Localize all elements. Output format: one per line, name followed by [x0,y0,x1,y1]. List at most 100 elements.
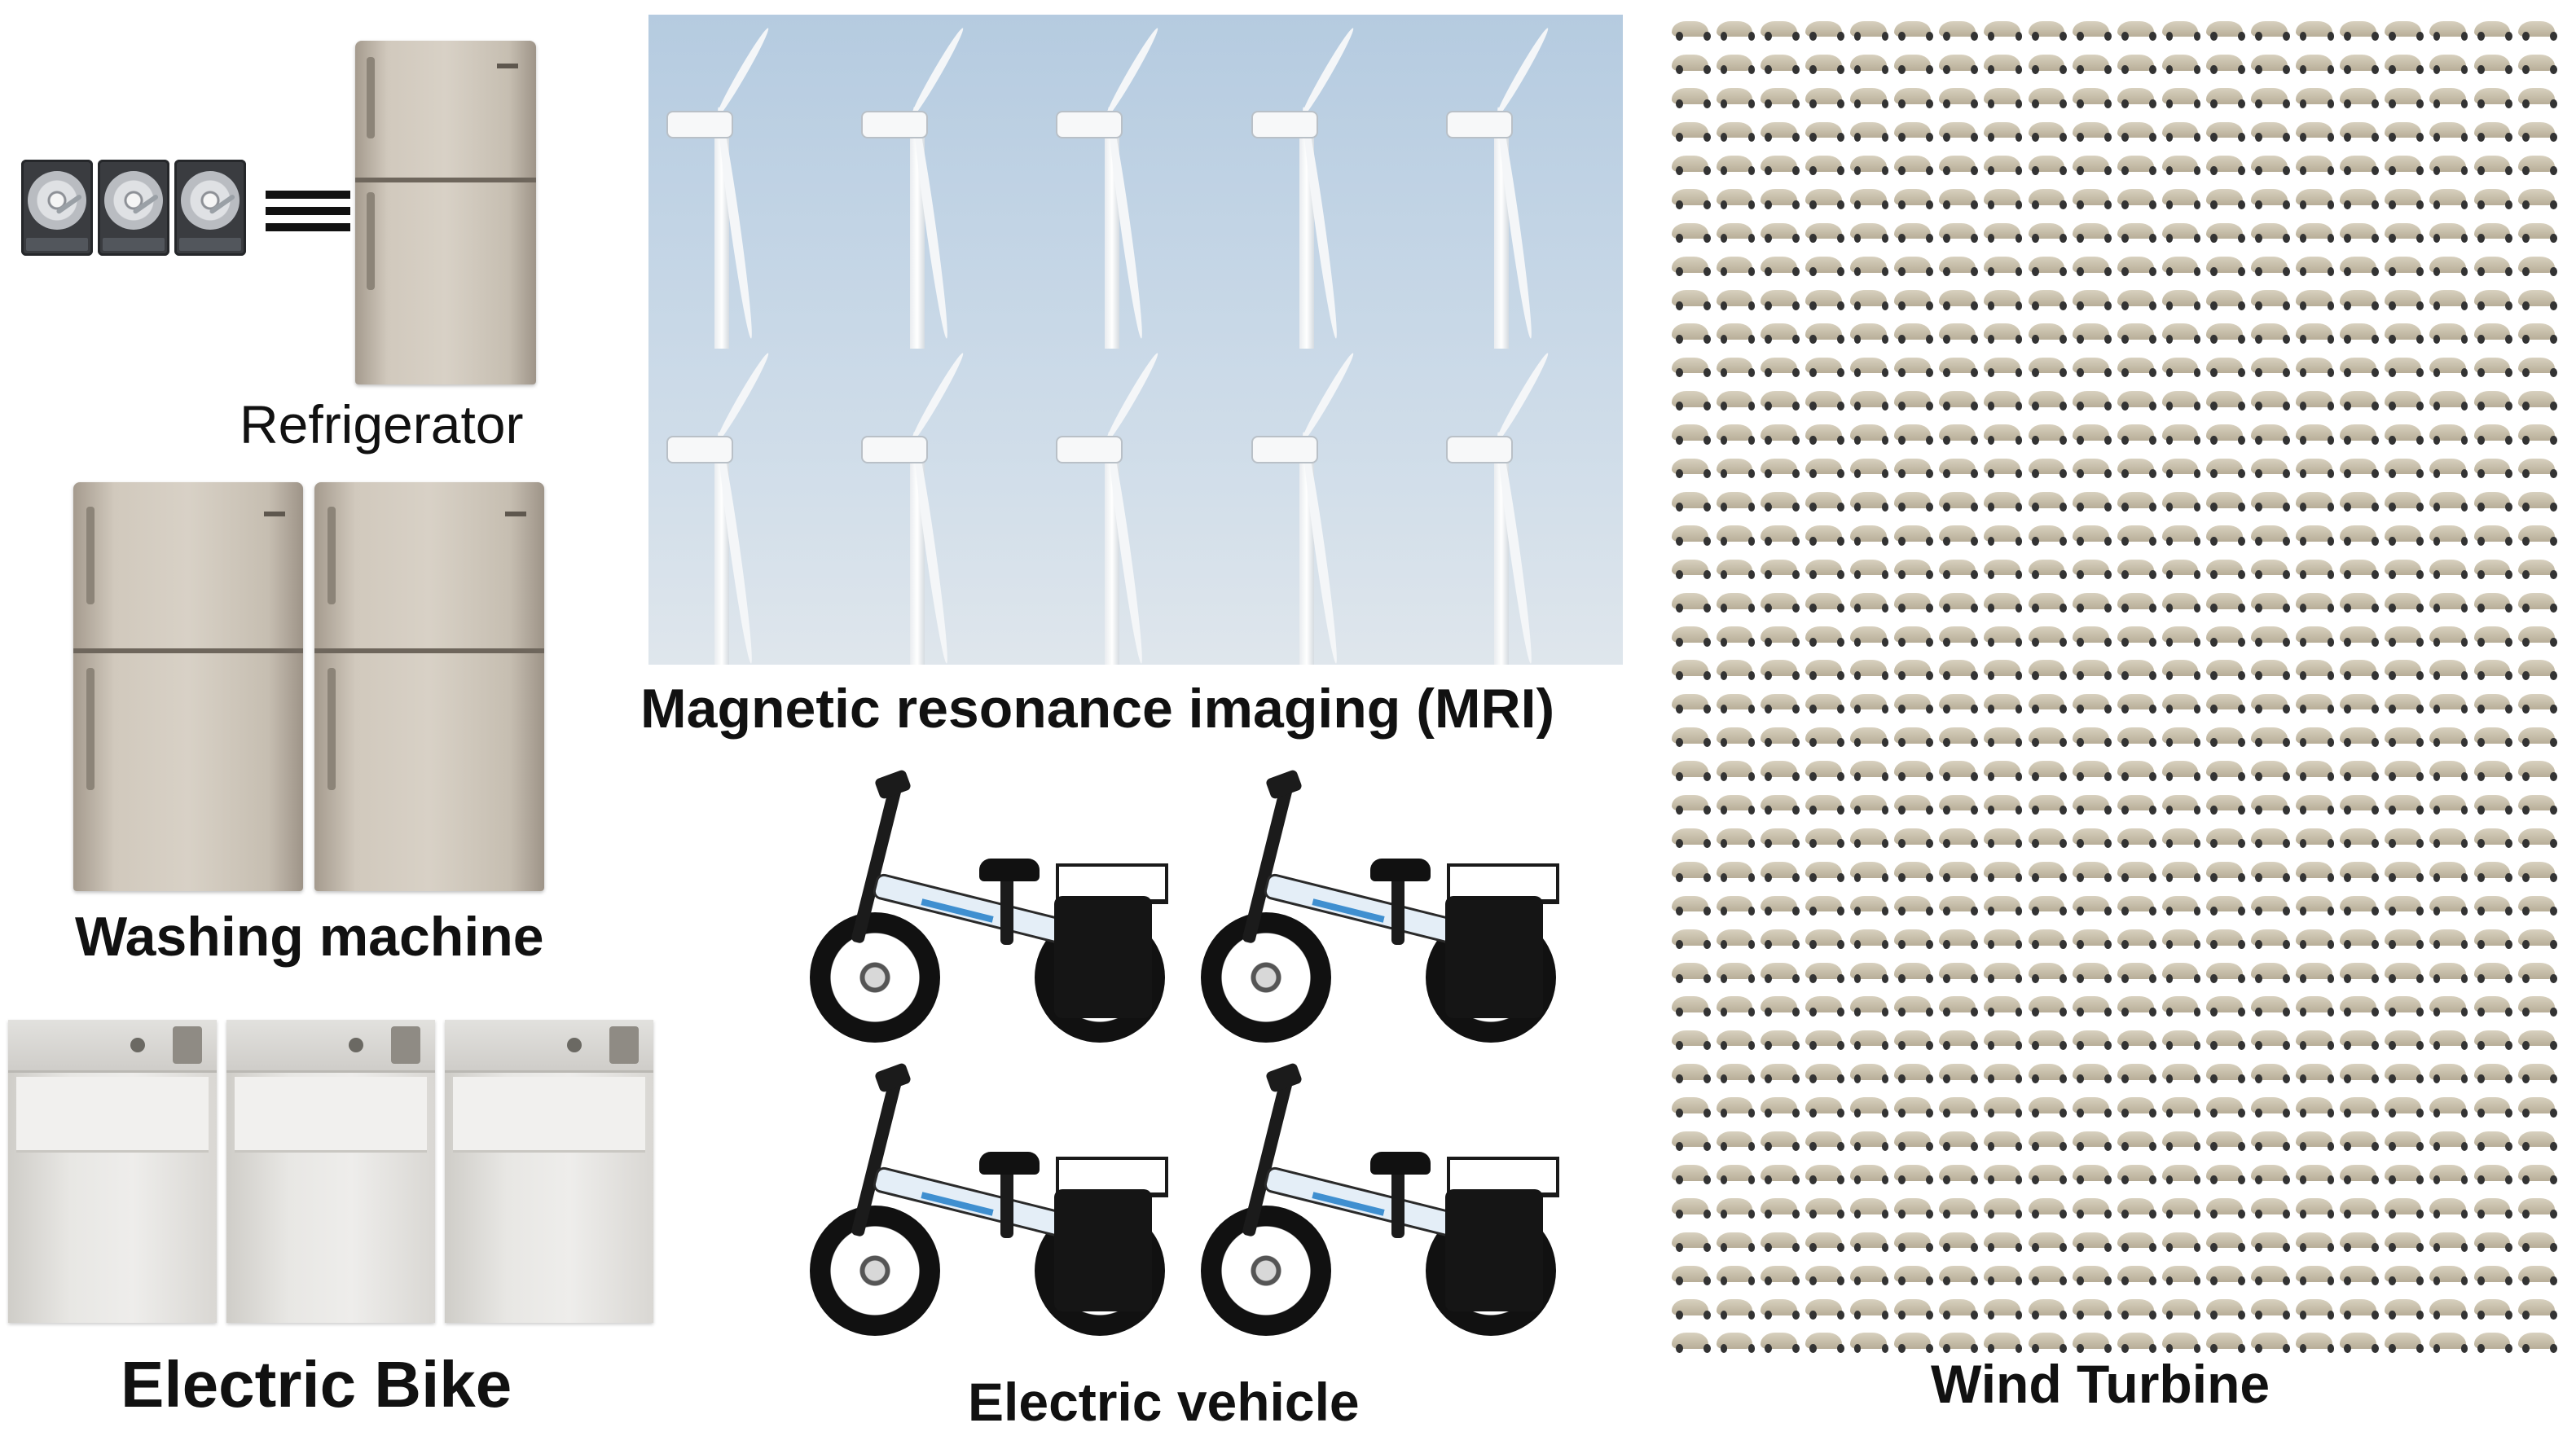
car-icon [1848,752,1888,784]
wind-turbine-grid [648,15,1623,665]
car-icon [2473,112,2512,144]
car-icon [2339,482,2379,514]
car-icon [2339,819,2379,850]
car-icon [2249,247,2289,279]
car-icon [2428,617,2468,648]
car-icon [1715,11,1755,43]
car-icon [2027,482,2067,514]
car-icon [1937,1223,1977,1254]
car-icon [2428,550,2468,582]
car-icon [2027,1256,2067,1288]
car-icon [1715,415,1755,447]
car-icon [2383,785,2423,817]
car-icon [1804,617,1844,648]
car-icon [1715,1021,1755,1052]
car-icon [1670,179,1710,211]
car-icon [2473,381,2512,413]
car-icon [2249,79,2289,111]
car-icon [1982,583,2022,615]
car-icon [2205,449,2244,481]
electric-bike-icon [798,1061,1173,1368]
car-icon [2383,112,2423,144]
car-icon [1848,247,1888,279]
car-icon [2071,213,2111,245]
wind-turbine-icon [1038,340,1233,665]
car-icon [2473,1256,2512,1288]
car-icon [2383,314,2423,346]
car-icon [2249,1256,2289,1288]
car-icon [2205,1188,2244,1220]
car-icon [2383,1155,2423,1187]
car-icon [2071,819,2111,850]
car-icon [2517,1256,2556,1288]
car-icon [1848,79,1888,111]
car-icon [2161,1256,2200,1288]
car-icon [1848,1324,1888,1355]
car-icon [2161,718,2200,749]
car-icon [1670,1122,1710,1153]
car-icon [2249,550,2289,582]
car-icon [1670,583,1710,615]
car-icon [2383,550,2423,582]
car-icon [1670,987,1710,1019]
car-icon [2473,819,2512,850]
car-icon [1804,348,1844,380]
car-icon [2027,1088,2067,1120]
car-icon [2383,1289,2423,1321]
car-icon [1937,684,1977,716]
car-icon [2071,617,2111,648]
car-icon [2383,146,2423,178]
car-icon [1715,1122,1755,1153]
car-icon [1715,516,1755,547]
car-icon [2205,1088,2244,1120]
car-icon [2116,1289,2156,1321]
car-icon [1848,45,1888,77]
car-icon [2428,415,2468,447]
car-icon [2339,1223,2379,1254]
car-icon [2205,920,2244,951]
car-icon [1893,718,1933,749]
car-icon [2071,1188,2111,1220]
car-icon [2383,516,2423,547]
car-icon [2116,1088,2156,1120]
car-icon [1670,1021,1710,1052]
car-icon [1759,11,1799,43]
car-icon [1670,1155,1710,1187]
car-icon [2517,482,2556,514]
car-icon [2027,112,2067,144]
car-icon [2205,752,2244,784]
car-icon [1937,449,1977,481]
car-icon [1937,112,1977,144]
car-icon [1804,953,1844,985]
car-icon [2205,1155,2244,1187]
car-icon [2473,920,2512,951]
car-icon [2339,314,2379,346]
car-icon [1893,583,1933,615]
car-icon [2027,718,2067,749]
car-icon [2249,752,2289,784]
car-icon [2294,179,2334,211]
car-icon [1937,381,1977,413]
car-icon [1982,617,2022,648]
car-icon [2473,953,2512,985]
car-icon [1848,146,1888,178]
car-icon [2249,415,2289,447]
car-icon [1982,381,2022,413]
car-icon [1937,1324,1977,1355]
electric-bike-label: Electric Bike [121,1348,512,1421]
car-icon [1759,920,1799,951]
car-icon [1937,45,1977,77]
car-icon [1715,920,1755,951]
car-icon [2294,1223,2334,1254]
car-icon [2071,112,2111,144]
car-icon [2339,920,2379,951]
car-icon [2428,1223,2468,1254]
car-icon [1893,516,1933,547]
car-icon [2205,247,2244,279]
car-icon [2205,381,2244,413]
car-icon [2339,1088,2379,1120]
car-icon [2294,247,2334,279]
car-icon [1804,415,1844,447]
car-icon [2517,213,2556,245]
wind-turbine-icon [1428,340,1623,665]
